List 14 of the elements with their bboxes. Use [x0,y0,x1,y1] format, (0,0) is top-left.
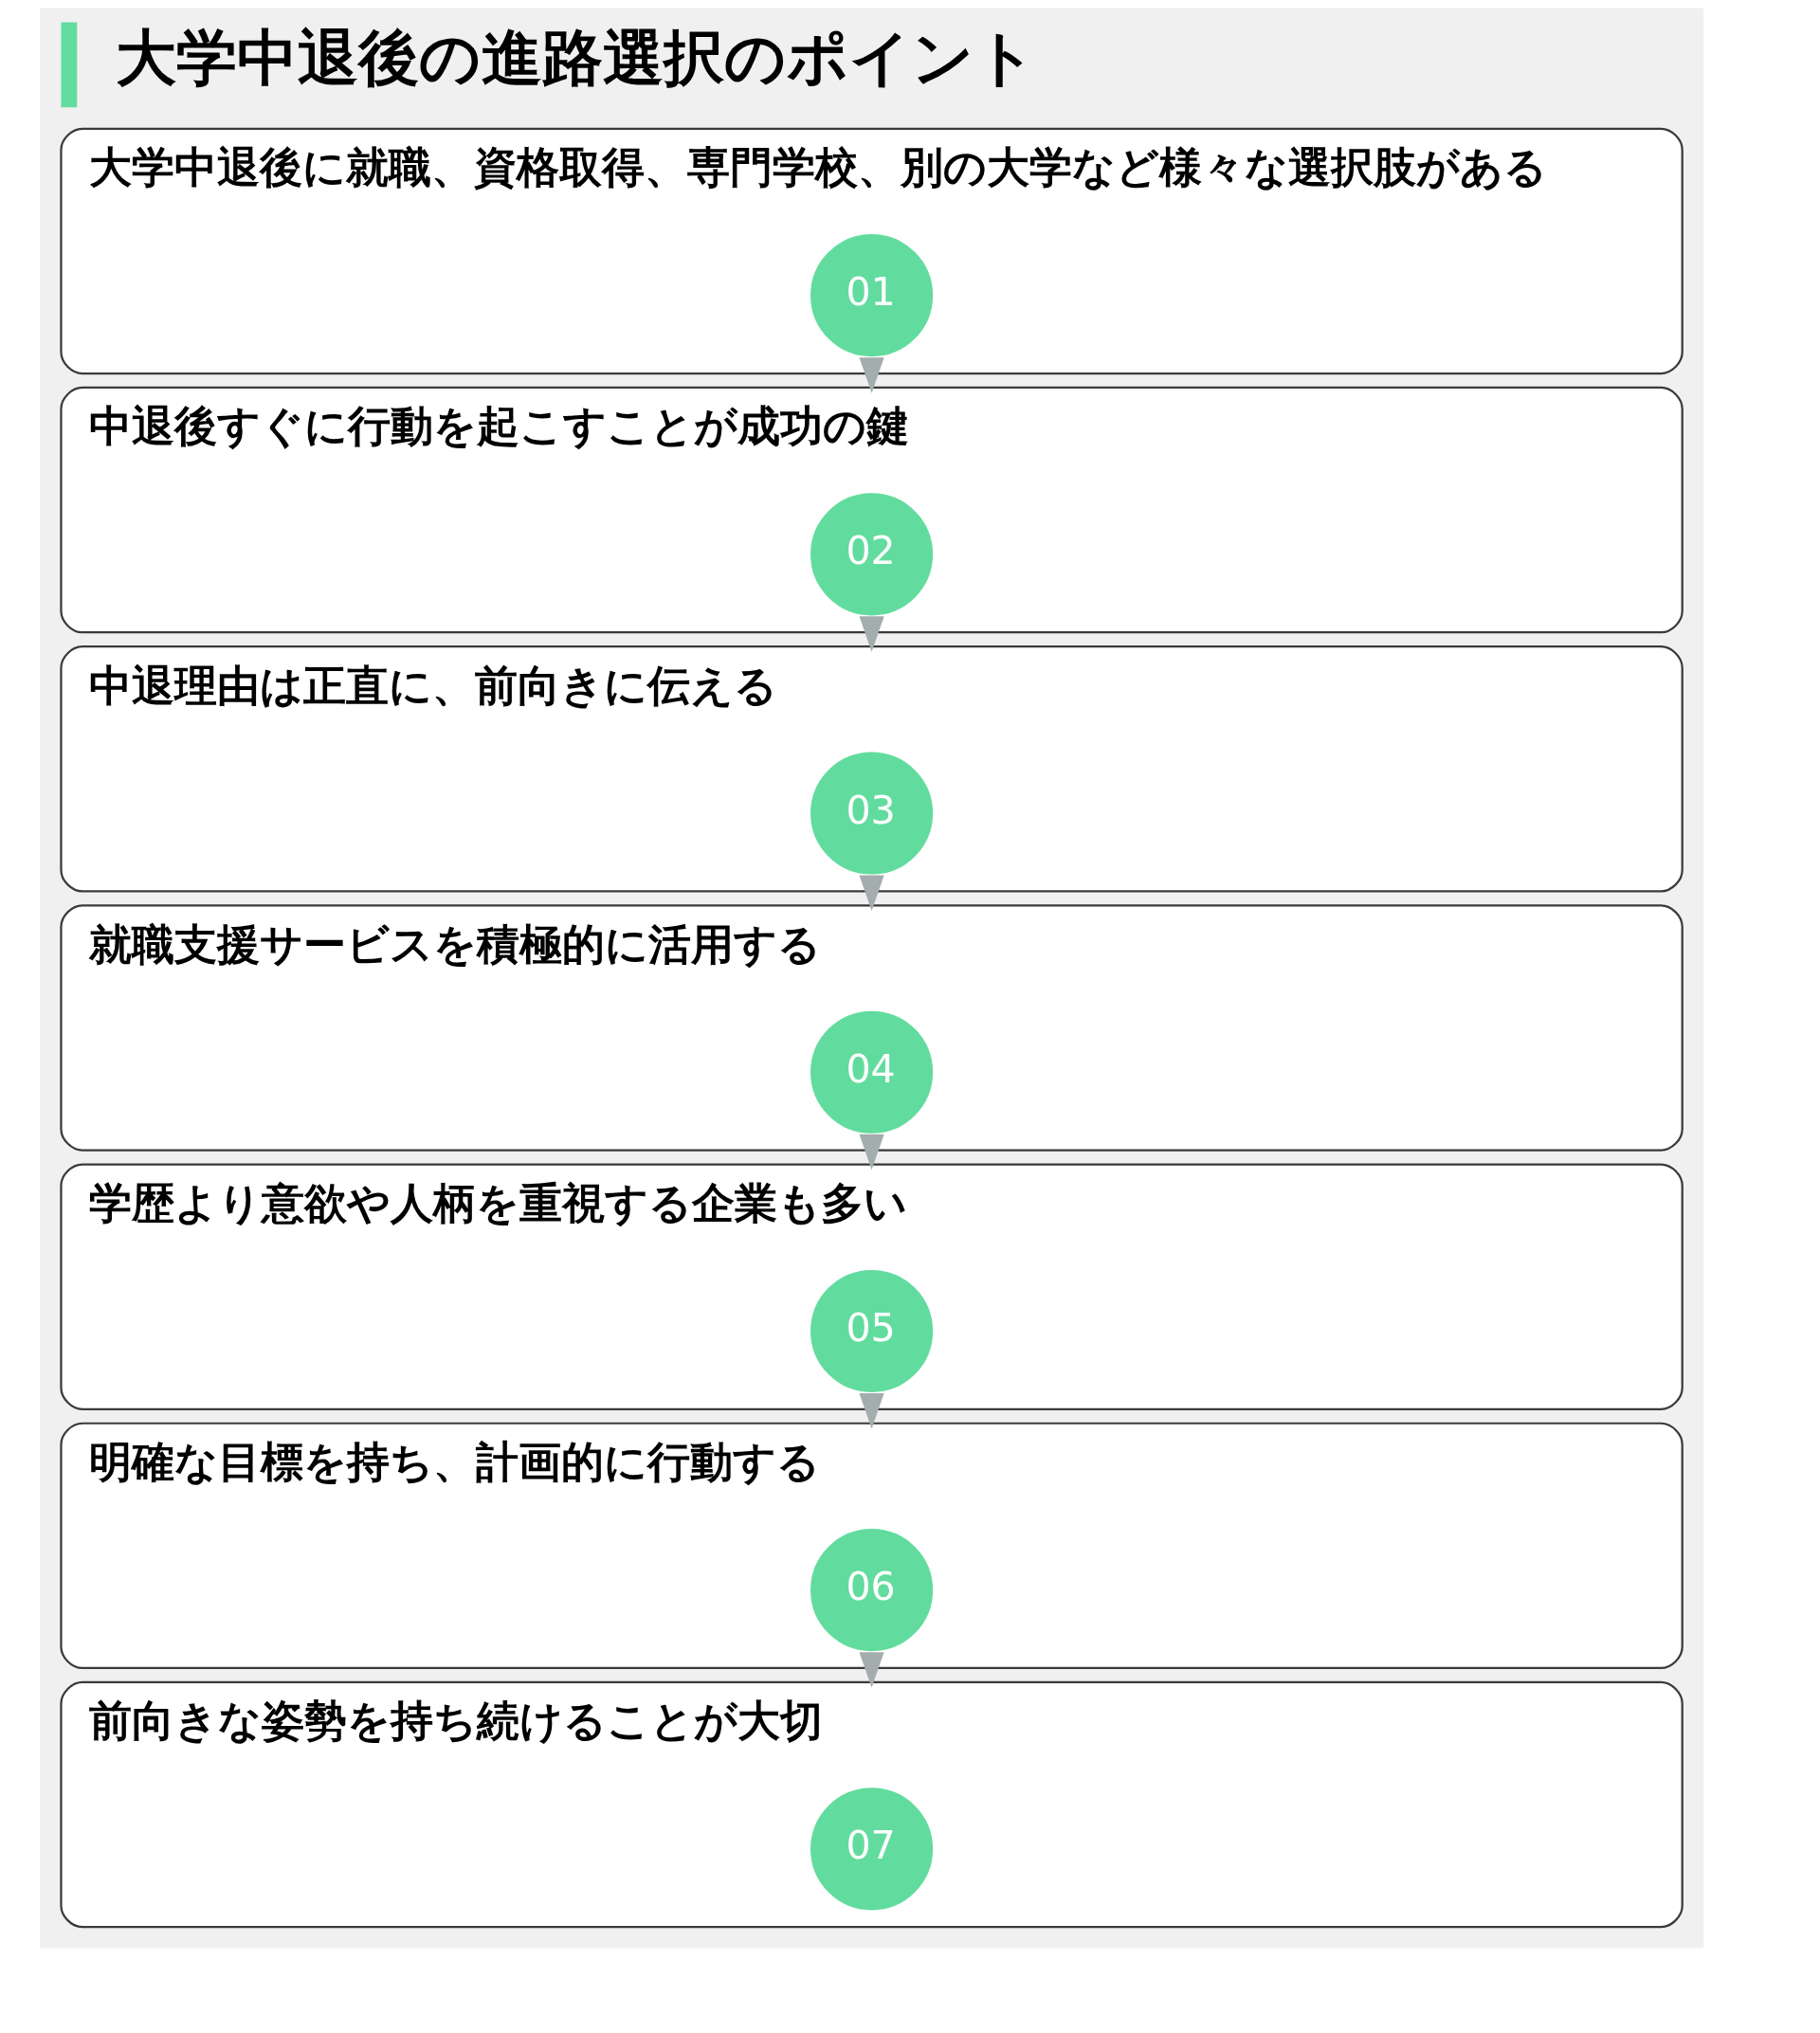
node-circle: 04 [810,1010,934,1134]
node-circle: 01 [810,234,934,357]
node-circle: 07 [810,1788,934,1911]
node-circle: 06 [810,1529,934,1652]
arrow [859,1392,884,1429]
arrow [859,1652,884,1688]
diagram-title: 大学中退後の進路選択のポイント [116,22,1038,93]
arrow [859,875,884,911]
node-circle: 03 [810,752,934,875]
arrow [859,1134,884,1171]
node-circle: 05 [810,1269,934,1392]
arrow [859,357,884,393]
node-circle: 02 [810,493,934,616]
arrow [859,616,884,652]
